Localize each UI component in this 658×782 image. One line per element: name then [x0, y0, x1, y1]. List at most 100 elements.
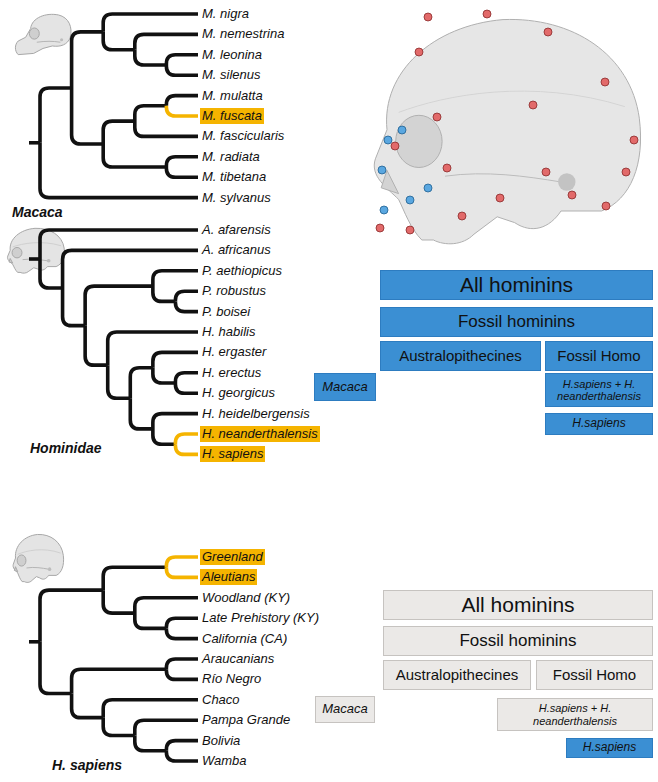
group-label: Macaca [12, 204, 63, 220]
node-text: H.sapiens + H. neanderthalensis [549, 378, 649, 402]
tree-branch [103, 567, 166, 590]
human-skull [13, 534, 64, 582]
tree-branch [166, 628, 198, 638]
taxon-label: H. habilis [202, 324, 255, 340]
tree-branch [166, 167, 198, 177]
tree-branch [103, 718, 135, 736]
tree-branch [166, 669, 198, 679]
node-text: Aleutians [202, 569, 255, 584]
node-text: Fossil hominins [459, 632, 576, 651]
taxon-label: M. radiata [202, 149, 260, 165]
tree-branch [166, 741, 198, 751]
taxon-label: California (CA) [202, 631, 287, 647]
tree-branch [175, 301, 198, 311]
tree-branch [72, 693, 104, 717]
tree-branch [40, 88, 72, 143]
taxon-label: Araucanians [202, 651, 274, 667]
taxon-label: M. nemestrina [202, 26, 284, 42]
fossil-skull [7, 228, 64, 273]
tree-branch [108, 365, 131, 398]
group-label: H. sapiens [52, 757, 122, 773]
tree-branch [29, 640, 40, 644]
tree-branch [108, 332, 198, 365]
taxon-label: M. nigra [202, 6, 249, 22]
tree-branch [175, 373, 198, 383]
node-text: All hominins [461, 593, 574, 616]
node-text: H. sapiens [202, 446, 263, 461]
tree-branch [166, 618, 198, 628]
highlighted-taxon: Greenland [200, 549, 265, 565]
macaque-skull [15, 14, 71, 54]
taxon-label: P. boisei [202, 304, 250, 320]
taxon-label: H. ergaster [202, 344, 266, 360]
tree-branch [166, 96, 198, 106]
comparison-box: H.sapiens + H. neanderthalensis [545, 373, 653, 407]
tree-branch [135, 121, 198, 136]
taxon-label: Woodland (KY) [202, 590, 290, 606]
tree-branch [135, 34, 198, 49]
tree-branch [72, 32, 104, 88]
tree-branch [166, 65, 198, 75]
tree-branch [135, 50, 167, 65]
taxon-label: H. heidelbergensis [202, 406, 310, 422]
tree-branch [29, 141, 40, 145]
comparison-box: Fossil hominins [380, 307, 653, 337]
node-text: Macaca [322, 702, 368, 716]
comparison-box: H.sapiens [545, 413, 653, 435]
taxon-label: H. georgicus [202, 385, 275, 401]
taxon-label: H. erectus [202, 365, 261, 381]
tree-branch [85, 326, 108, 366]
taxon-label: P. robustus [202, 283, 266, 299]
tree-branch [153, 414, 198, 429]
tree-branch [153, 429, 176, 444]
node-text: Greenland [202, 549, 263, 564]
taxon-label: M. tibetana [202, 169, 266, 185]
node-text: H.sapiens [583, 741, 636, 754]
tree-branch [135, 736, 167, 751]
taxon-label: Chaco [202, 692, 240, 708]
tree-branch [166, 157, 198, 167]
tree-branch [103, 32, 135, 50]
taxon-label: A. afarensis [202, 222, 271, 238]
tree-branch [103, 590, 135, 613]
tree-branch [29, 257, 40, 261]
taxon-label: M. mulatta [202, 88, 263, 104]
tree-branch [166, 659, 198, 669]
comparison-box: Australopithecines [380, 341, 541, 371]
taxon-label: P. aethiopicus [202, 263, 282, 279]
taxon-label: Late Prehistory (KY) [202, 610, 319, 626]
node-text: Fossil Homo [553, 667, 636, 684]
tree-branch [175, 383, 198, 393]
tree-branch [72, 669, 167, 693]
taxon-label: Wamba [202, 753, 247, 769]
tree-branch [166, 106, 198, 116]
tree-branch [153, 368, 176, 383]
comparison-box: Fossil hominins [383, 626, 653, 656]
highlighted-taxon: Aleutians [200, 569, 257, 585]
highlighted-taxon: H. sapiens [200, 446, 265, 462]
taxon-label: A. africanus [202, 242, 271, 258]
tree-branch [63, 288, 86, 326]
tree-branch [166, 55, 198, 65]
tree-branch [103, 144, 166, 167]
comparison-box: Macaca [315, 696, 375, 723]
comparison-box: Macaca [314, 373, 376, 401]
highlighted-taxon: M. fuscata [200, 108, 264, 124]
node-text: Australopithecines [396, 667, 519, 684]
comparison-box: Australopithecines [383, 660, 531, 690]
tree-branch [63, 250, 198, 288]
tree-branch [166, 557, 198, 567]
tree-branch [40, 230, 198, 259]
comparison-box: All hominins [380, 270, 653, 300]
tree-branch [72, 88, 104, 144]
taxon-label: Río Negro [202, 671, 261, 687]
tree-branch [135, 598, 198, 613]
node-text: H.sapiens + H. neanderthalensis [501, 702, 649, 726]
node-text: Fossil hominins [458, 313, 575, 332]
tree-branch [40, 143, 198, 198]
group-label: Hominidae [30, 440, 102, 456]
tree-branch [166, 751, 198, 761]
tree-branch [153, 271, 198, 286]
tree-branch [135, 613, 167, 628]
tree-branch [135, 106, 167, 121]
